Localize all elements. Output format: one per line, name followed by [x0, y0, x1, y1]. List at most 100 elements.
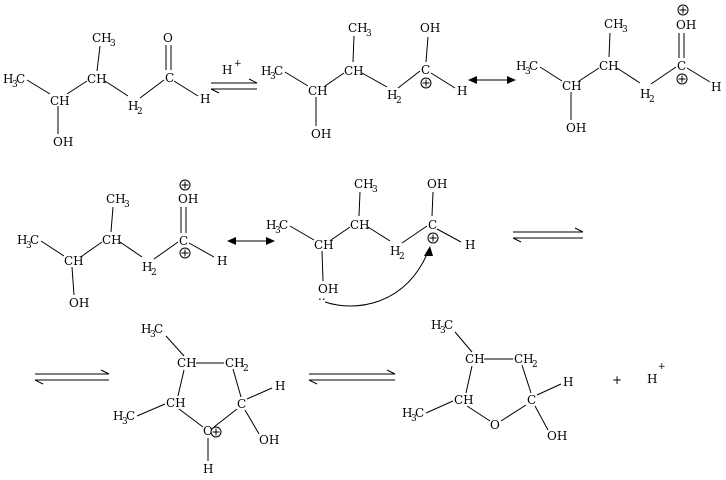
positive-charge [179, 247, 191, 259]
atom-label: H [640, 87, 650, 101]
atom-label: 3 [124, 200, 130, 210]
molecule-oxonium-row2: H 3 C CH OH CH CH 3 H 2 C OH H [17, 179, 227, 310]
bond [289, 225, 315, 241]
atom-label: 2 [151, 268, 157, 278]
positive-charge [210, 426, 222, 438]
bond [188, 242, 215, 258]
bond [521, 364, 532, 394]
atom-label: C [126, 409, 135, 423]
atom-label: O [490, 418, 500, 432]
atom-label: 2 [649, 95, 655, 105]
bond [608, 32, 611, 58]
lone-pair: .. [318, 289, 326, 303]
bond [244, 409, 260, 435]
atom-label: H [142, 260, 152, 274]
bond [66, 80, 88, 95]
atom-label: H [17, 233, 27, 247]
atom-label: 3 [372, 185, 378, 195]
bond [330, 226, 351, 241]
bond [686, 67, 711, 83]
atom-label: CH [314, 238, 334, 252]
equilibrium-arrow-protonation: H + [210, 59, 258, 94]
bond [466, 405, 491, 422]
bond [71, 266, 75, 296]
atom-label: OH [427, 177, 447, 191]
bond [536, 383, 562, 396]
atom-label: H [457, 84, 467, 98]
equilibrium-arrow [34, 369, 110, 385]
atom-label: 3 [275, 226, 281, 236]
bond [178, 408, 204, 428]
atom-label: CH [604, 17, 624, 31]
atom-label: H [387, 88, 397, 102]
atom-label: C [154, 322, 163, 336]
equilibrium-arrow [512, 227, 584, 243]
atom-label: C [274, 64, 283, 78]
bond [465, 365, 473, 394]
proton-product: H + [647, 362, 666, 386]
atom-label: H [390, 244, 400, 258]
atom-label: 3 [525, 67, 531, 77]
atom-label: CH [465, 352, 485, 366]
atom-label: 3 [110, 39, 116, 49]
atom-label: 3 [122, 417, 128, 427]
atom-label: H [516, 59, 526, 73]
bond [352, 35, 355, 63]
equilibrium-arrow [308, 369, 396, 385]
atom-label: C [421, 63, 430, 77]
molecule-cyclic-hemiacetal: H 3 C CH CH 2 H 3 C CH C H OH O [402, 318, 573, 443]
atom-label: 3 [270, 72, 276, 82]
atom-label: H [217, 254, 227, 268]
molecule-protonated-ring: H 3 C CH CH 2 H 3 C CH C H OH O H [113, 322, 285, 476]
atom-label: C [165, 71, 174, 85]
atom-label: OH [547, 429, 567, 443]
bond [177, 369, 185, 397]
positive-charge [420, 77, 432, 89]
positive-charge [427, 232, 439, 244]
atom-label: CH [92, 31, 112, 45]
atom-label: 2 [137, 107, 143, 117]
bond [454, 331, 473, 353]
atom-label: OH [259, 433, 279, 447]
bond [358, 191, 361, 217]
bond [284, 71, 309, 87]
atom-label: H [266, 218, 276, 232]
molecule-carbocation-attack: H 3 C CH OH .. CH CH 3 H 2 C OH H [266, 177, 475, 307]
atom-label: CH [354, 177, 374, 191]
atom-label: C [677, 59, 686, 73]
atom-label: C [30, 233, 39, 247]
atom-label: CH [102, 233, 122, 247]
bond [425, 400, 454, 414]
bond [213, 408, 238, 428]
atom-label: H [563, 375, 573, 389]
atom-label: H [275, 379, 285, 393]
positive-charge [179, 179, 191, 191]
bond [165, 335, 185, 357]
atom-label: CH [87, 72, 107, 86]
bond [110, 206, 114, 233]
atom-label: CH [50, 94, 70, 108]
atom-label: O [163, 31, 173, 45]
atom-label: 2 [396, 96, 402, 106]
atom-label: OH [318, 282, 338, 296]
bond [425, 36, 429, 63]
bond [539, 66, 563, 82]
atom-label: H [711, 80, 721, 94]
atom-label: 3 [12, 80, 18, 90]
bond [401, 225, 428, 244]
bond [616, 67, 641, 84]
bond [397, 70, 421, 89]
atom-label: C [237, 397, 246, 411]
bond [534, 405, 549, 431]
atom-label: H [141, 322, 151, 336]
atom-label: CH [454, 393, 474, 407]
atom-label: 3 [411, 414, 417, 424]
molecule-hydroxy-aldehyde: H 3 C CH OH CH CH 3 H 2 C O H [3, 31, 210, 149]
atom-label: H [465, 238, 475, 252]
reagent-charge: + [234, 59, 242, 69]
atom-label: 3 [150, 330, 156, 340]
atom-label: CH [166, 396, 186, 410]
atom-label: CH [177, 356, 197, 370]
atom-label: OH [676, 18, 696, 32]
